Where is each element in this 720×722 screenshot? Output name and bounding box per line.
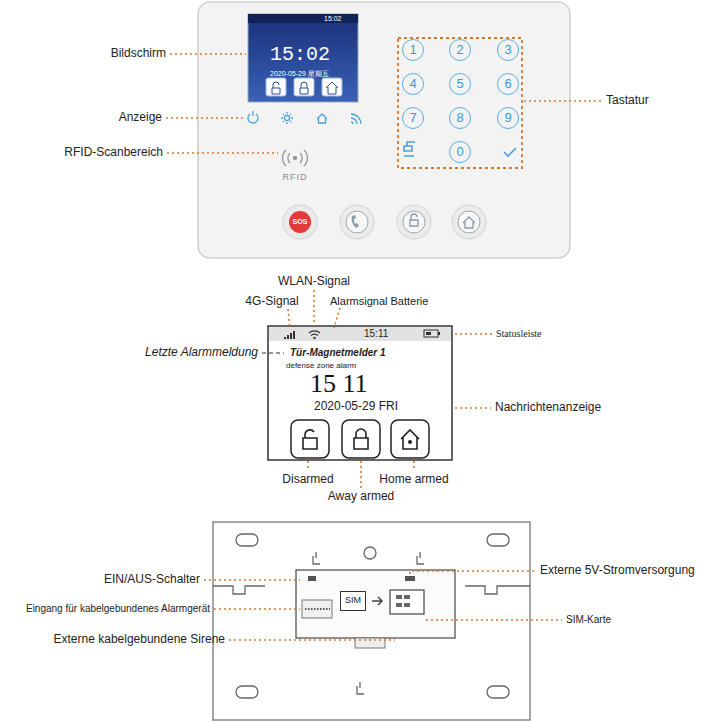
key-digit: 4 bbox=[409, 77, 416, 91]
keypad-key: 6 bbox=[497, 73, 519, 95]
sim-label-box: SIM bbox=[340, 591, 366, 611]
mounting-holes bbox=[213, 534, 530, 698]
indicator-icons bbox=[248, 111, 361, 124]
keypad-key: 5 bbox=[449, 73, 471, 95]
key-digit: 7 bbox=[409, 111, 416, 125]
screen-bg bbox=[248, 14, 358, 102]
key-digit: 8 bbox=[456, 111, 463, 125]
screen-text: 15:02 bbox=[324, 15, 342, 23]
part-label: Letzte Alarmmeldung bbox=[145, 346, 258, 360]
part-label: Bildschirm bbox=[111, 47, 166, 61]
signal-label: 4G-Signal bbox=[245, 295, 298, 309]
screen-text: 15:11 bbox=[364, 328, 388, 339]
screen-text: 15 11 bbox=[310, 370, 368, 399]
key-digit: 2 bbox=[456, 43, 463, 57]
port-label: SIM-Karte bbox=[566, 614, 611, 626]
sim-text: SIM bbox=[345, 596, 361, 606]
status-bar bbox=[269, 327, 451, 341]
function-buttons bbox=[283, 205, 486, 239]
part-label: Anzeige bbox=[119, 111, 162, 125]
keypad-key: 8 bbox=[449, 107, 471, 129]
part-label: Tastatur bbox=[606, 94, 649, 108]
status-icons bbox=[284, 330, 440, 339]
key-digit: 3 bbox=[504, 43, 511, 57]
rfid-icon bbox=[283, 150, 308, 166]
keypad-key: 0 bbox=[449, 141, 471, 163]
part-label: Nachrichtenanzeige bbox=[495, 401, 601, 415]
mode-label: Away armed bbox=[328, 490, 394, 504]
display-screen: 15:11Tür-Magnetmelder 1defense zone alar… bbox=[268, 326, 452, 460]
keypad-key: 3 bbox=[497, 39, 519, 61]
screen-icons bbox=[266, 78, 342, 96]
leader-lines-middle bbox=[262, 290, 492, 488]
keypad-key: 2 bbox=[449, 39, 471, 61]
screen-text: 2020-05-29 FRI bbox=[314, 400, 398, 413]
back-plate bbox=[213, 522, 530, 720]
button-text: SOS bbox=[293, 218, 308, 226]
keypad-outline bbox=[398, 38, 522, 168]
keypad-key: 1 bbox=[402, 39, 424, 61]
screen-text: Tür-Magnetmelder 1 bbox=[290, 347, 386, 358]
port-label: Externe kabelgebundene Sirene bbox=[54, 633, 225, 647]
mode-label: Home armed bbox=[379, 473, 448, 487]
key-digit: 6 bbox=[504, 77, 511, 91]
mode-buttons bbox=[291, 420, 429, 458]
screen-status-bar bbox=[248, 14, 358, 23]
port-label: Externe 5V-Stromversorgung bbox=[540, 564, 695, 578]
leader-lines-top bbox=[166, 54, 602, 153]
signal-label: WLAN-Signal bbox=[278, 275, 350, 289]
screen-frame bbox=[268, 326, 452, 460]
connector-compartment bbox=[296, 570, 455, 638]
part-label: RFID-Scanbereich bbox=[64, 146, 163, 160]
sim-slot bbox=[390, 590, 424, 614]
port-label: Eingang für kabelgebundenes Alarmgerät bbox=[26, 603, 210, 615]
part-label: Statusleiste bbox=[496, 328, 542, 340]
key-digit: 1 bbox=[409, 43, 416, 57]
mode-label: Disarmed bbox=[282, 473, 333, 487]
key-digit: 9 bbox=[504, 111, 511, 125]
insert-arrow bbox=[372, 597, 382, 605]
keypad-key: 7 bbox=[402, 107, 424, 129]
sos-button: SOS bbox=[289, 211, 311, 233]
icon-caption: RFID bbox=[283, 172, 308, 182]
leader-lines-back bbox=[204, 571, 562, 640]
key-digit: 5 bbox=[456, 77, 463, 91]
port-label: EIN/AUS-Schalter bbox=[104, 573, 200, 587]
keypad-key: 4 bbox=[402, 73, 424, 95]
panel-housing bbox=[198, 2, 570, 258]
screen-text: 15:02 bbox=[270, 44, 330, 66]
screen-text: 2020-05-29 星期五 bbox=[270, 70, 329, 78]
display-screen: 15:02 15:02 2020-05-29 星期五 bbox=[248, 14, 358, 102]
keypad-key: 9 bbox=[497, 107, 519, 129]
key-digit: 0 bbox=[456, 145, 463, 159]
signal-label: Alarmsignal Batterie bbox=[330, 295, 428, 308]
